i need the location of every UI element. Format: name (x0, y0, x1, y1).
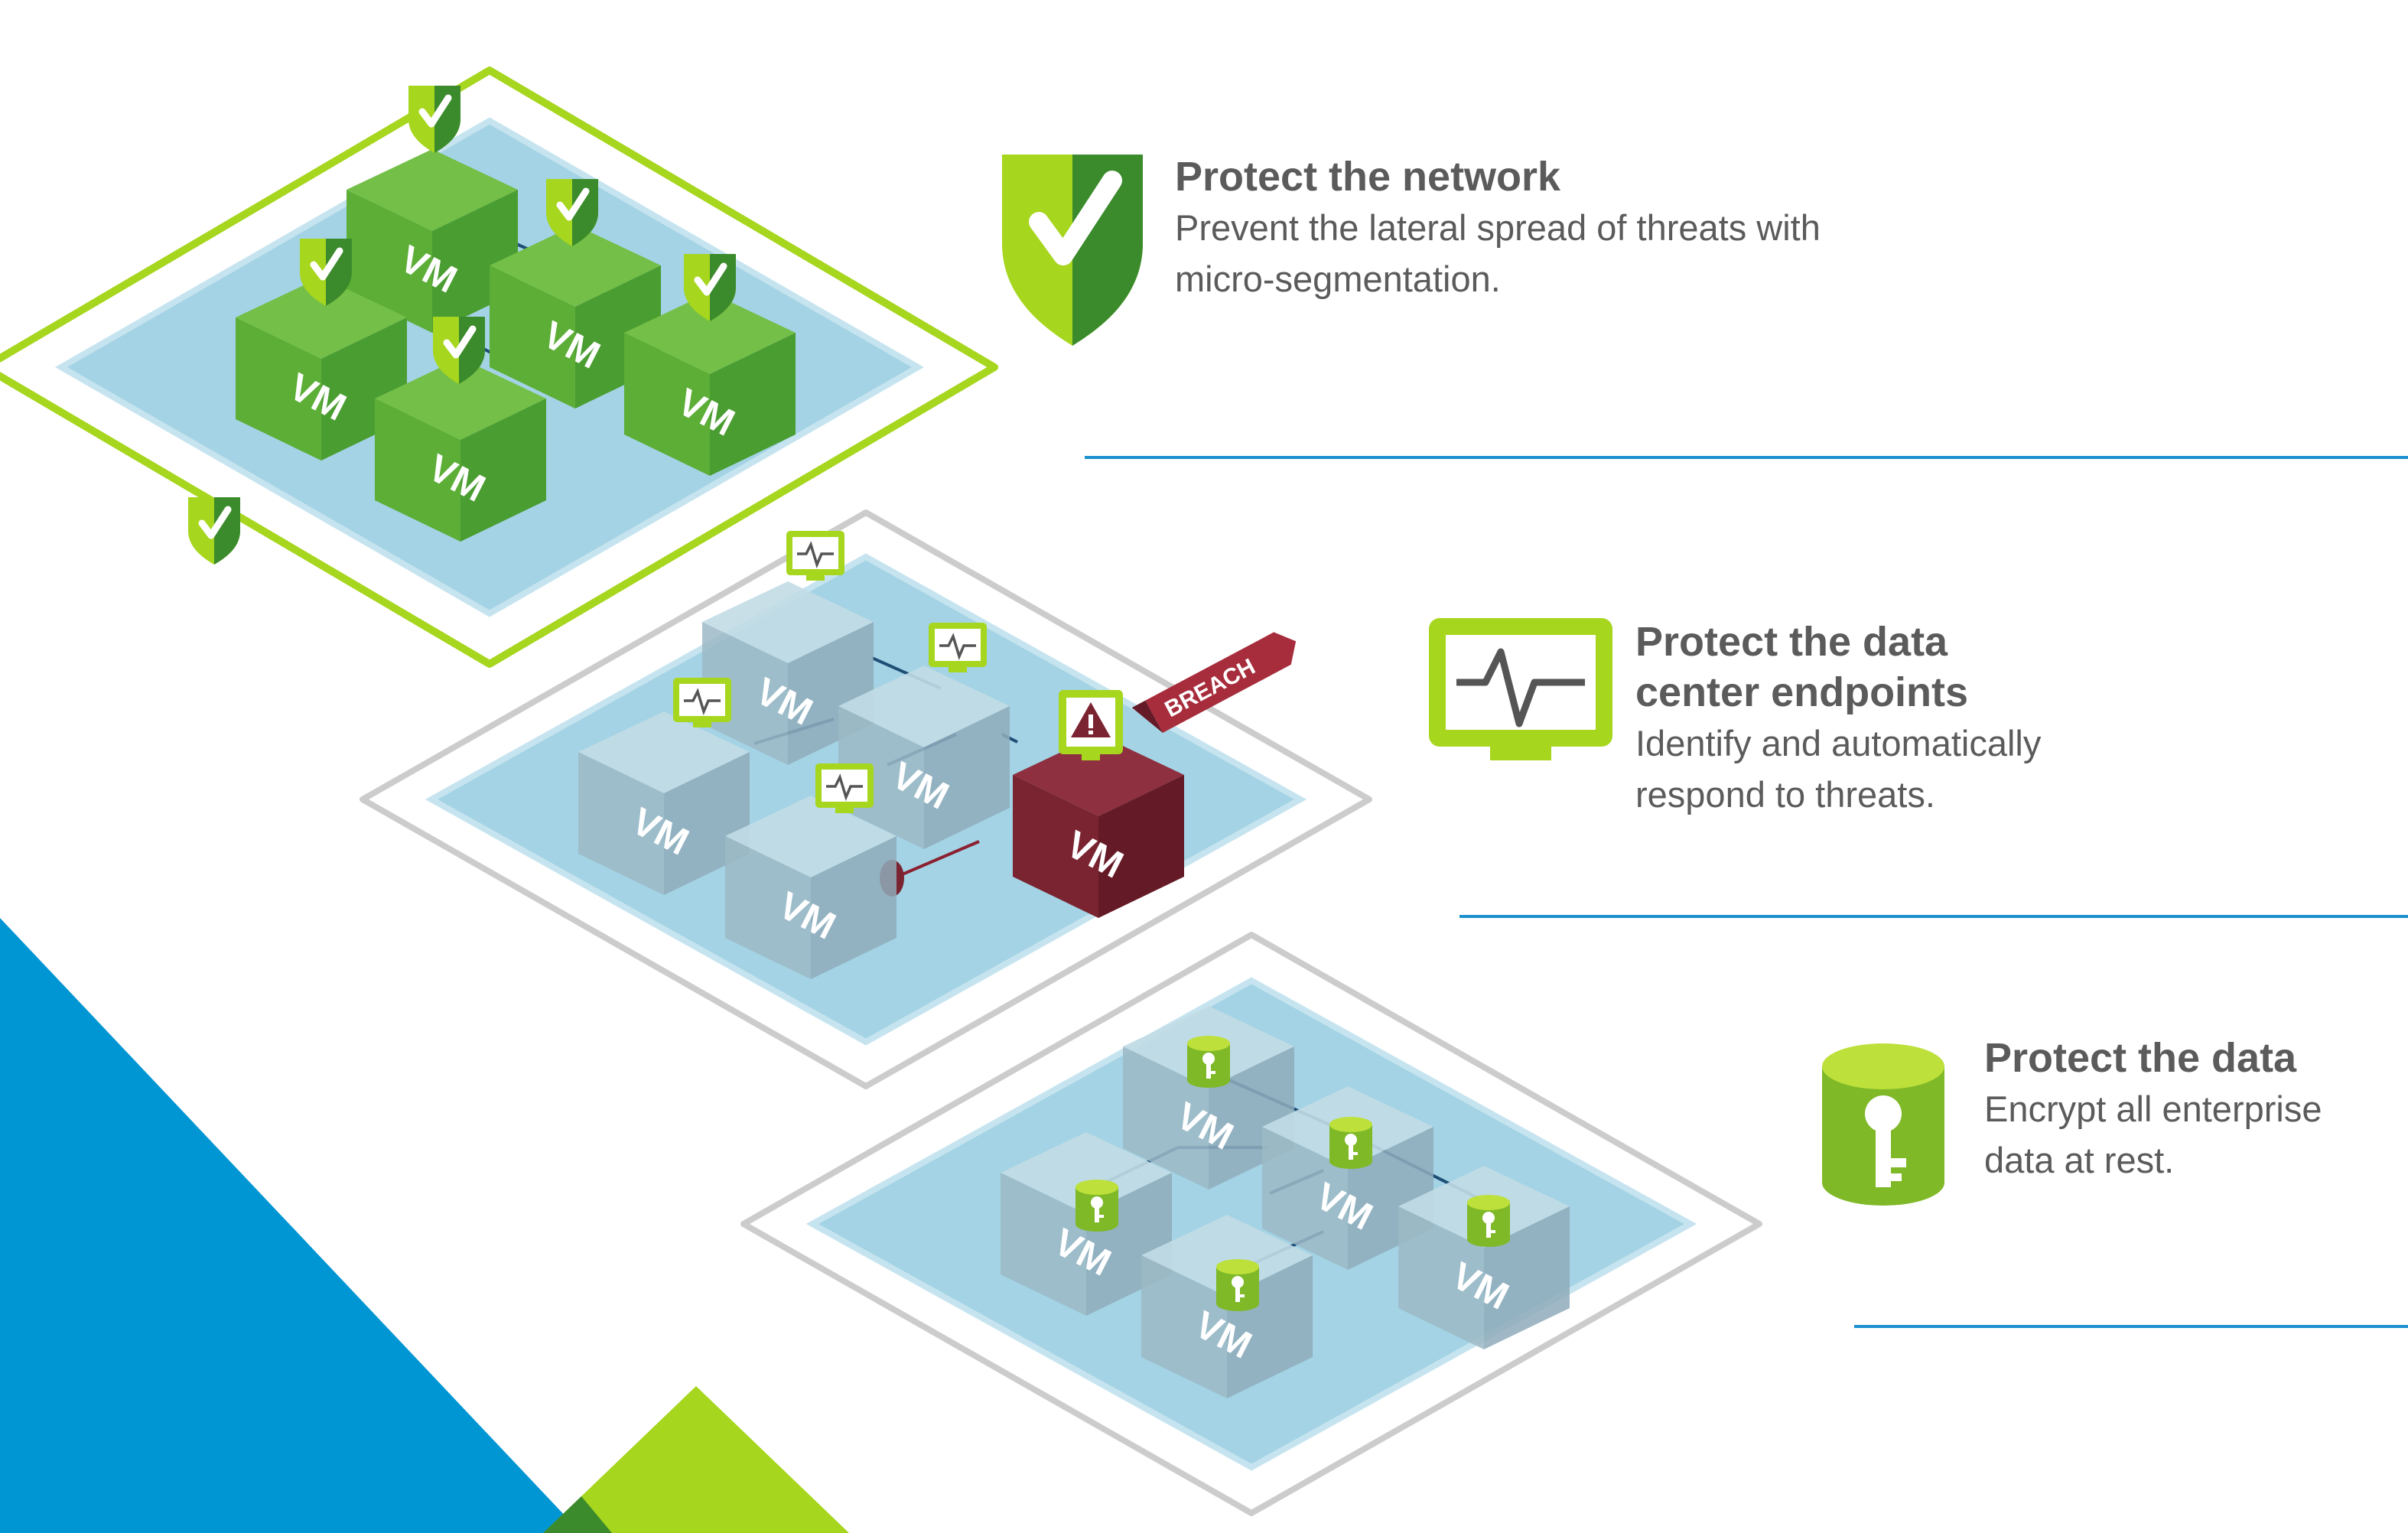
breach-link (893, 840, 980, 880)
monitor-pulse-icon (814, 762, 875, 815)
data-desc-line1: Encrypt all enterprise (1984, 1089, 2322, 1129)
network-desc-line2: micro-segmentation. (1175, 259, 1501, 299)
vm-box: VM (725, 796, 896, 979)
shield-check-icon (1002, 155, 1143, 346)
breached-vm-box: VM (1013, 734, 1184, 918)
monitor-pulse-icon (672, 676, 733, 729)
vm-box: VM (1141, 1215, 1313, 1398)
corner-green-triangle (543, 1386, 849, 1533)
data-section: Protect the data Encrypt all enterprise … (1984, 1033, 2390, 1186)
database-key-icon (1329, 1117, 1372, 1169)
endpoints-desc-line1: Identify and automatically (1635, 723, 2042, 763)
monitor-pulse-icon (927, 621, 988, 674)
database-key-icon (1075, 1180, 1118, 1232)
endpoints-desc-line2: respond to threats. (1635, 774, 1935, 815)
endpoints-title-line1: Protect the data (1635, 619, 1948, 665)
vm-box: VM (702, 581, 874, 765)
endpoints-platform: VM VM VM VM VM BREACH (360, 509, 1372, 1089)
breach-banner: BREACH (1131, 632, 1297, 733)
network-section: Protect the network Prevent the lateral … (1175, 151, 2322, 304)
shield-check-icon (188, 497, 240, 565)
vm-box: VM (490, 225, 661, 408)
network-title: Protect the network (1175, 154, 1561, 200)
endpoints-section: Protect the data center endpoints Identi… (1635, 617, 2385, 820)
data-desc-line2: data at rest. (1984, 1140, 2175, 1180)
monitor-pulse-icon (785, 529, 846, 582)
vm-box: VM (236, 277, 407, 461)
alert-monitor-icon (1059, 690, 1123, 760)
database-key-icon (1467, 1195, 1510, 1247)
vm-box: VM (1398, 1166, 1570, 1349)
vm-box: VM (347, 149, 518, 333)
network-platform: VM VM VM VM VM (0, 67, 998, 668)
database-key-icon (1822, 1043, 1944, 1206)
data-plate (805, 977, 1697, 1471)
database-key-icon (1216, 1259, 1259, 1311)
vm-box: VM (1262, 1086, 1433, 1270)
corner-blue-triangle (0, 918, 581, 1533)
monitor-pulse-icon (1429, 618, 1612, 760)
endpoints-title-line2: center endpoints (1635, 669, 1969, 715)
corner-dark-triangle (543, 1496, 612, 1533)
network-outline (0, 67, 998, 668)
database-key-icon (1187, 1036, 1230, 1088)
vm-box: VM (838, 666, 1010, 849)
data-platform: VM VM VM VM VM (740, 932, 1762, 1516)
network-desc-line1: Prevent the lateral spread of threats wi… (1175, 207, 1821, 248)
data-outline (740, 932, 1762, 1516)
vm-box: VM (375, 358, 546, 542)
vm-box: VM (624, 292, 796, 476)
vm-box: VM (1123, 1006, 1294, 1190)
data-title: Protect the data (1984, 1035, 2297, 1081)
vm-box: VM (578, 711, 750, 895)
